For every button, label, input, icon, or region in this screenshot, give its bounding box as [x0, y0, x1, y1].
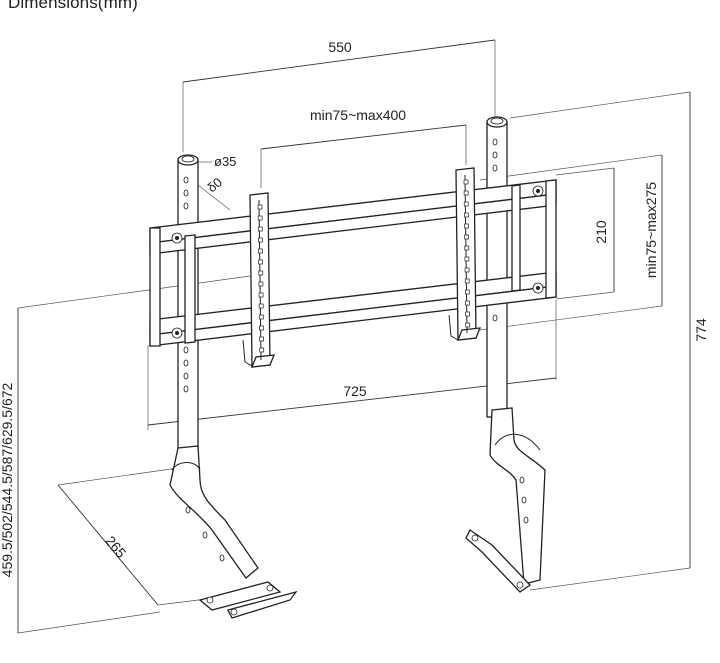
bracket-slot — [464, 234, 470, 240]
bracket-slot — [463, 201, 469, 207]
bracket-slot — [464, 278, 470, 284]
bracket-slot — [259, 336, 264, 342]
dim-vesa-horizontal: min75~max400 — [260, 107, 467, 188]
label-height-positions: 459.5/502/544.5/587/629.5/672 — [0, 382, 15, 577]
bracket-slot — [258, 248, 263, 254]
right-bracket-slots — [463, 179, 471, 328]
dim-overall-height: 774 — [509, 91, 709, 591]
bracket-slot — [258, 314, 264, 320]
bracket-slot — [258, 270, 264, 276]
bracket-slot — [258, 292, 264, 298]
label-210: 210 — [593, 220, 609, 244]
bracket-slot — [258, 281, 264, 287]
bracket-slot — [258, 259, 264, 265]
right-foot — [465, 407, 546, 593]
label-774: 774 — [693, 318, 709, 342]
dim-pole-spacing: 550 — [182, 39, 496, 152]
left-pole-holes — [183, 176, 189, 393]
bracket-slot — [259, 325, 264, 331]
label-725: 725 — [343, 383, 367, 399]
vesa-bracket-right — [448, 167, 482, 341]
diagram-title: Dimensions(mm) — [8, 0, 138, 12]
dim-vesa-vertical: min75~max275 — [479, 154, 663, 331]
bracket-slot — [257, 215, 263, 221]
plate-bolts — [171, 185, 544, 339]
bracket-slot — [258, 237, 263, 243]
label-550: 550 — [328, 39, 352, 55]
left-bracket-slots — [257, 204, 265, 353]
bracket-slot — [465, 300, 470, 306]
label-265: 265 — [102, 533, 129, 561]
dim-plate-height: 210 — [555, 167, 615, 300]
bracket-slot — [465, 322, 471, 328]
bracket-slot — [257, 204, 263, 210]
left-foot — [169, 445, 298, 619]
right-pole — [486, 116, 508, 418]
vesa-bracket-left — [242, 192, 276, 368]
label-pole-diameter: ø35 — [214, 154, 236, 169]
label-vesa-vertical: min75~max275 — [643, 182, 659, 278]
bracket-slot — [464, 212, 469, 218]
bracket-slot — [259, 347, 265, 353]
bracket-slot — [464, 289, 470, 295]
bracket-slot — [258, 303, 264, 309]
dim-height-positions: 459.5/502/544.5/587/629.5/672 — [0, 275, 251, 634]
bracket-slot — [464, 267, 470, 273]
bracket-slot — [463, 190, 469, 196]
bracket-slot — [463, 179, 469, 185]
bracket-slot — [257, 226, 263, 232]
bracket-slot — [464, 223, 469, 229]
right-pole-holes — [492, 138, 498, 322]
bracket-slot — [465, 311, 470, 317]
label-vesa-horizontal: min75~max400 — [310, 107, 406, 123]
bracket-slot — [464, 256, 470, 262]
bracket-slot — [464, 245, 470, 251]
